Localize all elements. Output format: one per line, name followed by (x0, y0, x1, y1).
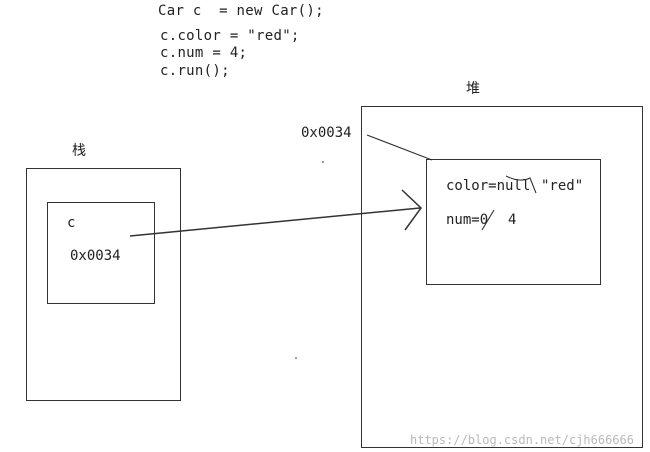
code-line-new-car: Car c = new Car(); (158, 3, 324, 19)
null-strikethrough-mark (505, 175, 537, 194)
watermark-text: https://blog.csdn.net/cjh666666 (410, 433, 634, 447)
stack-box (26, 168, 181, 401)
reference-arrow-line (129, 207, 421, 237)
heap-box (361, 106, 643, 448)
heap-object-address: 0x0034 (301, 125, 352, 141)
stack-variable-name: c (67, 215, 76, 231)
code-line-set-color: c.color = "red"; (160, 28, 300, 44)
code-line-set-num: c.num = 4; (160, 45, 248, 61)
code-line-run: c.run(); (160, 63, 230, 79)
reference-arrow-head (401, 189, 422, 231)
stack-title: 栈 (72, 143, 86, 159)
zero-strikethrough-mark (481, 209, 495, 231)
stray-dot (322, 161, 324, 163)
car-object-box (426, 159, 601, 285)
address-pointer-line (366, 134, 433, 161)
stack-variable-box (47, 202, 155, 304)
stack-variable-value: 0x0034 (70, 248, 121, 264)
color-new-value: "red" (541, 178, 584, 194)
num-new-value: 4 (508, 212, 517, 228)
num-field: num=0 (446, 212, 489, 228)
heap-title: 堆 (466, 81, 480, 97)
stray-dot (295, 357, 297, 359)
color-field: color=null (446, 178, 531, 194)
